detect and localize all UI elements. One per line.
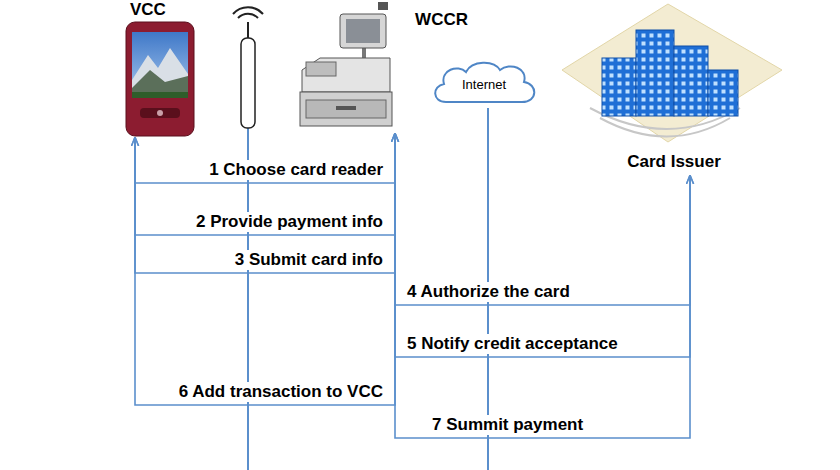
message-arrow xyxy=(135,134,395,183)
node-label: WCCR xyxy=(415,10,468,30)
message-arrow xyxy=(395,134,690,438)
message-label: 2 Provide payment info xyxy=(194,212,385,232)
register-icon xyxy=(300,2,392,126)
cloud-node: Internet xyxy=(428,56,540,110)
message-label: 5 Notify credit acceptance xyxy=(405,334,620,354)
message-arrow xyxy=(135,134,395,235)
node-label: Card Issuer xyxy=(627,152,721,172)
building-icon xyxy=(562,4,782,142)
message-label: 7 Summit payment xyxy=(430,415,585,435)
message-label: 1 Choose card reader xyxy=(207,160,385,180)
phone-icon xyxy=(126,22,194,136)
message-label: 3 Submit card info xyxy=(233,250,385,270)
message-arrow xyxy=(135,134,395,273)
message-label: 4 Authorize the card xyxy=(405,282,572,302)
node-label: VCC xyxy=(130,0,166,20)
reader-node: WCCR xyxy=(298,4,470,134)
antenna-icon xyxy=(233,7,263,128)
device-node: VCC xyxy=(122,0,202,138)
node-label: Internet xyxy=(462,78,506,93)
message-label: 6 Add transaction to VCC xyxy=(177,382,385,402)
issuer-node: Card Issuer xyxy=(565,0,783,176)
message-arrow xyxy=(135,134,395,405)
